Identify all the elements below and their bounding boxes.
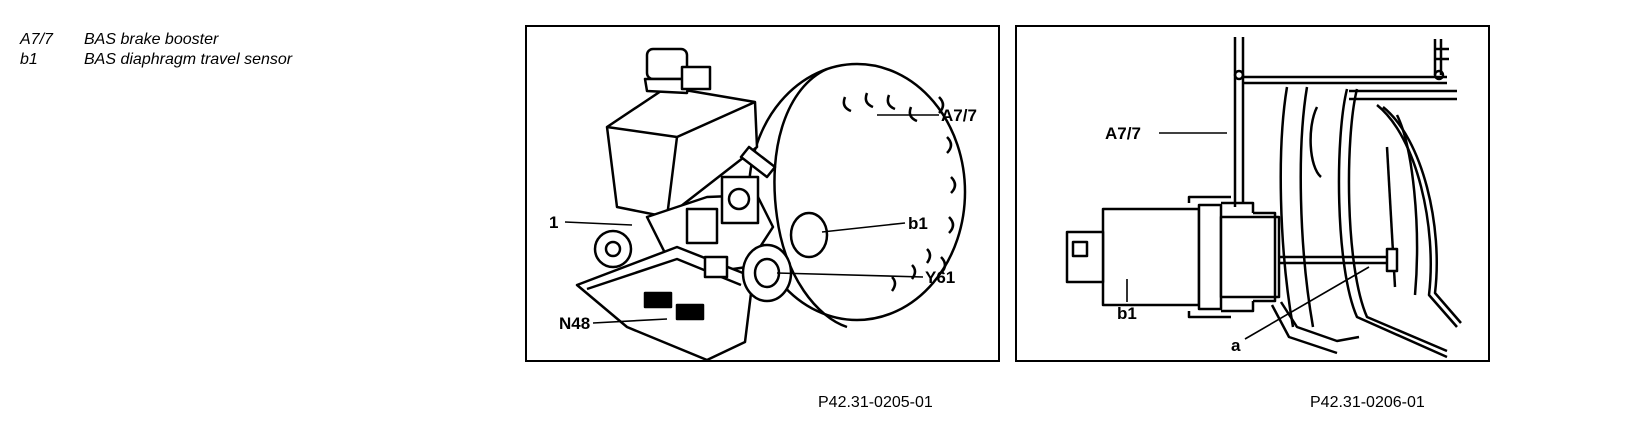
brake-booster-figure: A7/7 1 b1 Y61 N48: [525, 25, 1000, 362]
legend-code: A7/7: [20, 31, 53, 48]
callout-y61: Y61: [925, 268, 955, 287]
callout-a7-7: A7/7: [941, 106, 977, 125]
firewall: [1233, 37, 1449, 207]
travel-sensor-b1: [1065, 195, 1399, 319]
legend-row-a7-7: A7/7 BAS brake booster: [20, 30, 292, 50]
fluid-reservoir: [605, 47, 759, 219]
callout-n48: N48: [559, 314, 590, 333]
callout-a7-7: A7/7: [1105, 124, 1141, 143]
legend-description: BAS brake booster: [84, 31, 219, 48]
legend-code: b1: [20, 51, 38, 68]
brake-booster-illustration: A7/7 1 b1 Y61 N48: [549, 47, 977, 360]
callout-a: a: [1231, 336, 1241, 355]
legend-description: BAS diaphragm travel sensor: [84, 51, 293, 68]
figure-caption: P42.31-0206-01: [1310, 394, 1425, 411]
callout-b1: b1: [908, 214, 928, 233]
valve-y61: [703, 243, 793, 303]
figure-caption: P42.31-0205-01: [818, 394, 933, 411]
sensor-cross-section-illustration: A7/7 b1 a: [1065, 37, 1462, 359]
legend: A7/7 BAS brake booster b1 BAS diaphragm …: [20, 30, 292, 70]
legend-row-b1: b1 BAS diaphragm travel sensor: [20, 50, 292, 70]
sensor-cross-section-figure: A7/7 b1 a: [1015, 25, 1490, 362]
callout-1: 1: [549, 213, 558, 232]
booster-housing: [1270, 86, 1462, 359]
callout-b1: b1: [1117, 304, 1137, 323]
